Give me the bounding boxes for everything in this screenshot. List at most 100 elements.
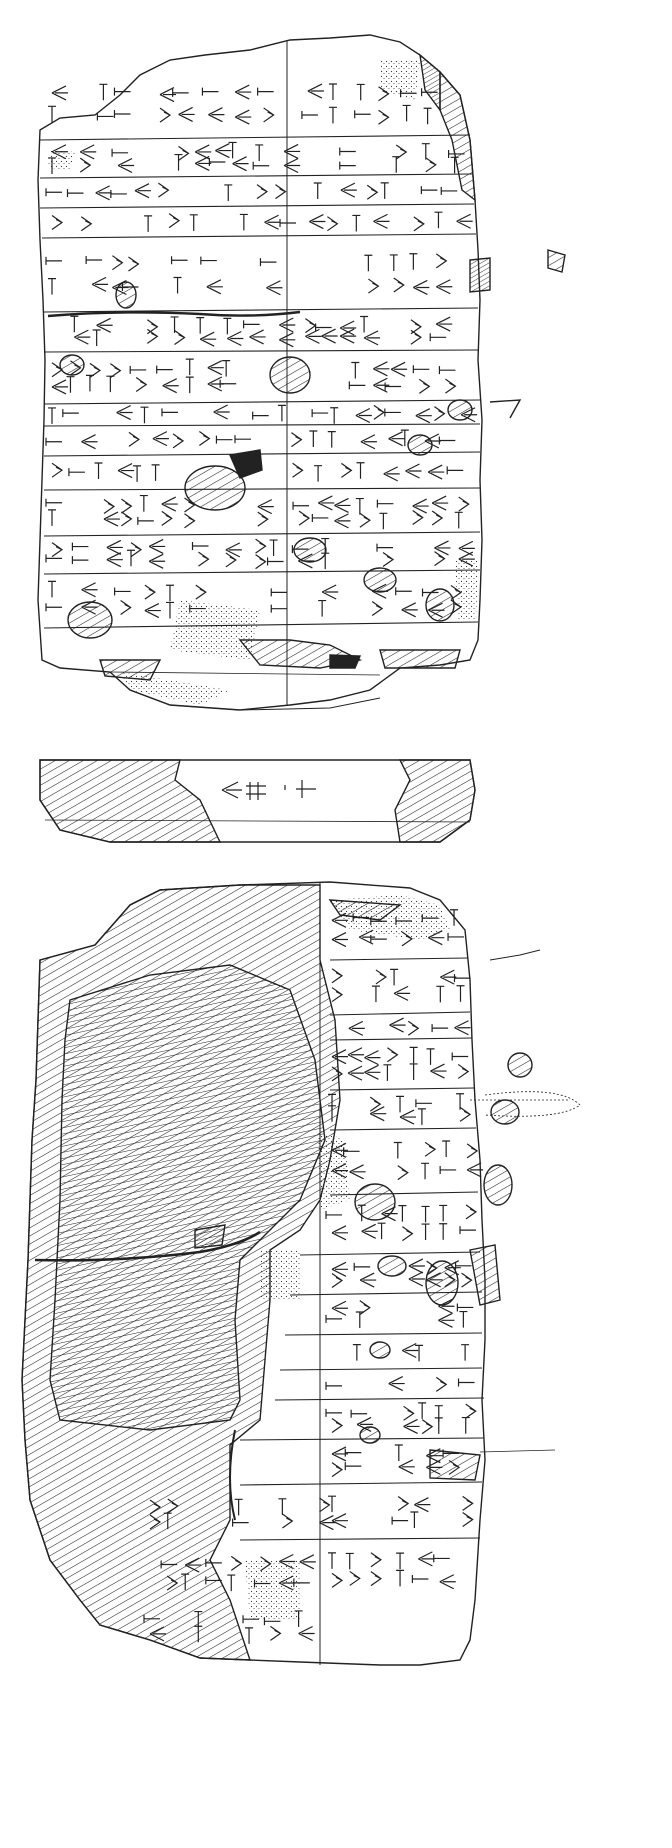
cuneiform-sign: [196, 317, 205, 334]
cuneiform-sign: [399, 1109, 417, 1125]
cuneiform-sign: [178, 106, 195, 122]
cuneiform-sign: [161, 510, 173, 526]
cuneiform-sign: [156, 365, 173, 374]
cuneiform-sign: [140, 406, 149, 424]
cuneiform-sign: [198, 551, 210, 567]
cuneiform-sign: [178, 145, 190, 161]
cuneiform-sign: [299, 1554, 316, 1570]
cuneiform-sign: [234, 435, 251, 444]
cuneiform-sign: [129, 365, 147, 374]
cuneiform-sign: [147, 328, 159, 344]
cuneiform-sign: [398, 1459, 415, 1475]
cuneiform-sign: [151, 464, 160, 481]
cuneiform-sign: [331, 1572, 344, 1588]
cuneiform-sign: [331, 1300, 348, 1316]
cuneiform-sign: [318, 495, 335, 511]
cuneiform-sign: [110, 363, 122, 379]
cuneiform-sign: [421, 1205, 430, 1223]
cuneiform-sign: [103, 498, 116, 514]
cuneiform-sign: [255, 538, 267, 554]
cuneiform-sign: [96, 112, 114, 121]
cuneiform-sign: [458, 551, 475, 567]
cuneiform-sign: [51, 542, 64, 558]
cuneiform-sign: [170, 256, 188, 265]
cuneiform-sign: [421, 1223, 430, 1241]
cuneiform-sign: [185, 358, 194, 376]
cuneiform-sign: [331, 1049, 348, 1065]
cuneiform-sign: [435, 1376, 448, 1392]
cuneiform-sign: [48, 407, 56, 424]
cuneiform-sign: [325, 1210, 342, 1219]
cuneiform-sign: [121, 511, 133, 527]
cuneiform-sign: [339, 320, 357, 336]
cuneiform-sign: [81, 434, 98, 450]
cuneiform-sign: [390, 361, 408, 377]
cuneiform-sign: [191, 542, 209, 551]
cuneiform-sign: [364, 1064, 381, 1080]
cuneiform-sign: [392, 156, 401, 173]
cuneiform-sign: [230, 1555, 243, 1571]
cuneiform-sign: [158, 182, 170, 198]
cuneiform-sign: [433, 1554, 450, 1563]
cuneiform-sign: [440, 186, 458, 195]
cuneiform-sign: [92, 329, 101, 346]
cuneiform-sign: [411, 1574, 429, 1583]
cuneiform-sign: [454, 1020, 471, 1036]
cuneiform-sign: [349, 1570, 361, 1586]
cuneiform-sign: [462, 1495, 474, 1511]
cuneiform-sign: [371, 601, 384, 617]
cuneiform-sign: [133, 465, 142, 482]
cuneiform-sign: [428, 602, 445, 618]
cuneiform-sign: [106, 375, 115, 393]
cuneiform-sign: [95, 185, 112, 201]
cuneiform-sign: [435, 253, 448, 269]
cuneiform-sign: [376, 499, 394, 508]
cuneiform-sign: [445, 378, 457, 394]
cuneiform-sign: [341, 462, 353, 478]
cuneiform-sign: [427, 464, 445, 480]
cuneiform-sign: [232, 1518, 249, 1527]
cuneiform-sign: [149, 1626, 166, 1642]
cuneiform-sign: [377, 1222, 386, 1240]
cuneiform-sign: [389, 254, 398, 271]
cuneiform-sign: [114, 587, 131, 596]
cuneiform-sign: [384, 408, 401, 417]
cuneiform-sign: [466, 1143, 479, 1159]
cuneiform-sign: [275, 184, 287, 200]
cuneiform-sign: [402, 104, 411, 122]
cuneiform-sign: [409, 253, 418, 270]
cuneiform-sign: [431, 495, 449, 511]
cuneiform-sign: [181, 1573, 190, 1591]
cuneiform-sign: [421, 1419, 434, 1435]
cuneiform-sign: [283, 157, 301, 174]
cuneiform-sign: [106, 552, 123, 568]
cuneiform-sign: [355, 1311, 364, 1329]
cuneiform-sign: [213, 404, 230, 420]
cuneiform-sign: [62, 409, 79, 418]
cuneiform-sign: [121, 498, 133, 514]
cuneiform-sign: [438, 1298, 455, 1314]
cuneiform-sign: [403, 1418, 420, 1434]
cuneiform-sign: [409, 1063, 418, 1080]
cuneiform-sign: [461, 1272, 473, 1288]
cuneiform-sign: [257, 87, 274, 96]
cuneiform-sign: [434, 540, 451, 556]
cuneiform-sign: [412, 365, 430, 374]
cuneiform-sign: [436, 985, 445, 1003]
cuneiform-sign: [174, 153, 183, 171]
cuneiform-sign: [396, 1569, 405, 1587]
cuneiform-sign: [252, 411, 269, 420]
cuneiform-sign: [48, 580, 56, 598]
cuneiform-sign: [318, 599, 327, 617]
cuneiform-sign: [357, 1204, 366, 1222]
cuneiform-sign: [269, 539, 278, 557]
cuneiform-sign: [266, 557, 284, 566]
cuneiform-sign: [311, 513, 329, 522]
cuneiform-sign: [457, 1063, 470, 1079]
cuneiform-sign: [166, 1575, 179, 1591]
cuneiform-sign: [291, 432, 303, 448]
reverse-signs: [143, 909, 484, 1644]
cuneiform-sign: [403, 1405, 415, 1421]
cuneiform-sign: [456, 1093, 465, 1110]
cuneiform-sign: [412, 509, 424, 525]
